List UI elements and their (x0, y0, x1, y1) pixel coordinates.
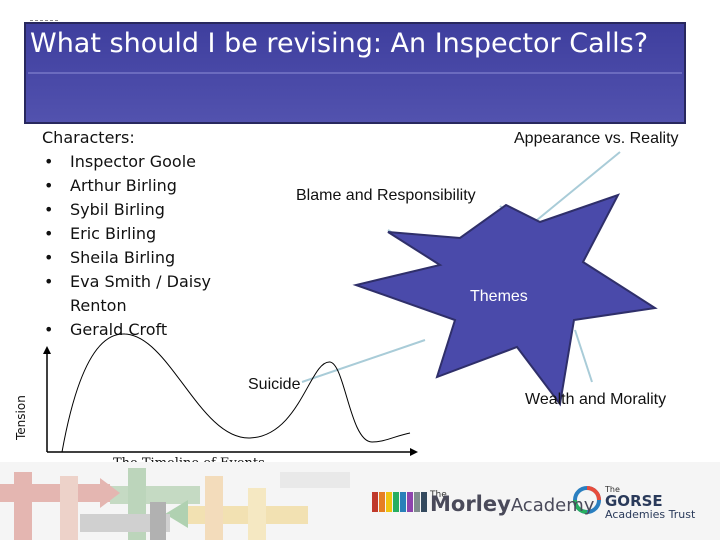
tension-curve (61, 333, 411, 453)
morley-logo-mark (372, 492, 427, 512)
character-item: Inspector Goole (42, 150, 220, 174)
slide-graphics (43, 151, 658, 456)
themes-center-label: Themes (470, 288, 528, 305)
gorse-logo-sub: Academies Trust (605, 508, 696, 521)
morley-logo: MorleyAcademy (430, 492, 594, 516)
character-item: Sheila Birling (42, 246, 220, 270)
graph-x-arrow (410, 448, 418, 456)
characters-heading: Characters: (42, 128, 135, 147)
title-bar (24, 22, 686, 124)
connector-wealth (574, 329, 593, 383)
graph-y-arrow (43, 346, 51, 354)
gorse-logo-mark (573, 486, 601, 514)
morley-logo-bold: Morley (430, 492, 511, 516)
theme-blame-and-responsibility: Blame and Responsibility (296, 187, 476, 204)
morley-logo-small: The (430, 490, 447, 500)
characters-list: Characters: Inspector Goole Arthur Birli… (42, 126, 220, 342)
character-item: Arthur Birling (42, 174, 220, 198)
character-item: Eric Birling (42, 222, 220, 246)
theme-appearance-vs-reality: Appearance vs. Reality (514, 130, 679, 147)
footer-band (0, 462, 720, 540)
morley-logo-light: Academy (510, 495, 595, 516)
connector-suicide (301, 339, 426, 383)
character-item: Gerald Croft (42, 318, 220, 342)
theme-wealth-and-morality: Wealth and Morality (525, 391, 667, 408)
gorse-logo-small: The (605, 485, 620, 494)
theme-suicide: Suicide (248, 376, 301, 393)
footer-pattern (0, 468, 350, 540)
connector-appearance (536, 151, 621, 221)
graph-y-label: Tension (14, 395, 28, 440)
slide-title: What should I be revising: An Inspector … (30, 28, 649, 59)
character-item: Eva Smith / Daisy Renton (42, 270, 220, 318)
title-decoration (30, 20, 58, 21)
character-item: Sybil Birling (42, 198, 220, 222)
gorse-logo-name: GORSE (605, 492, 663, 510)
themes-star-shape (352, 193, 658, 407)
